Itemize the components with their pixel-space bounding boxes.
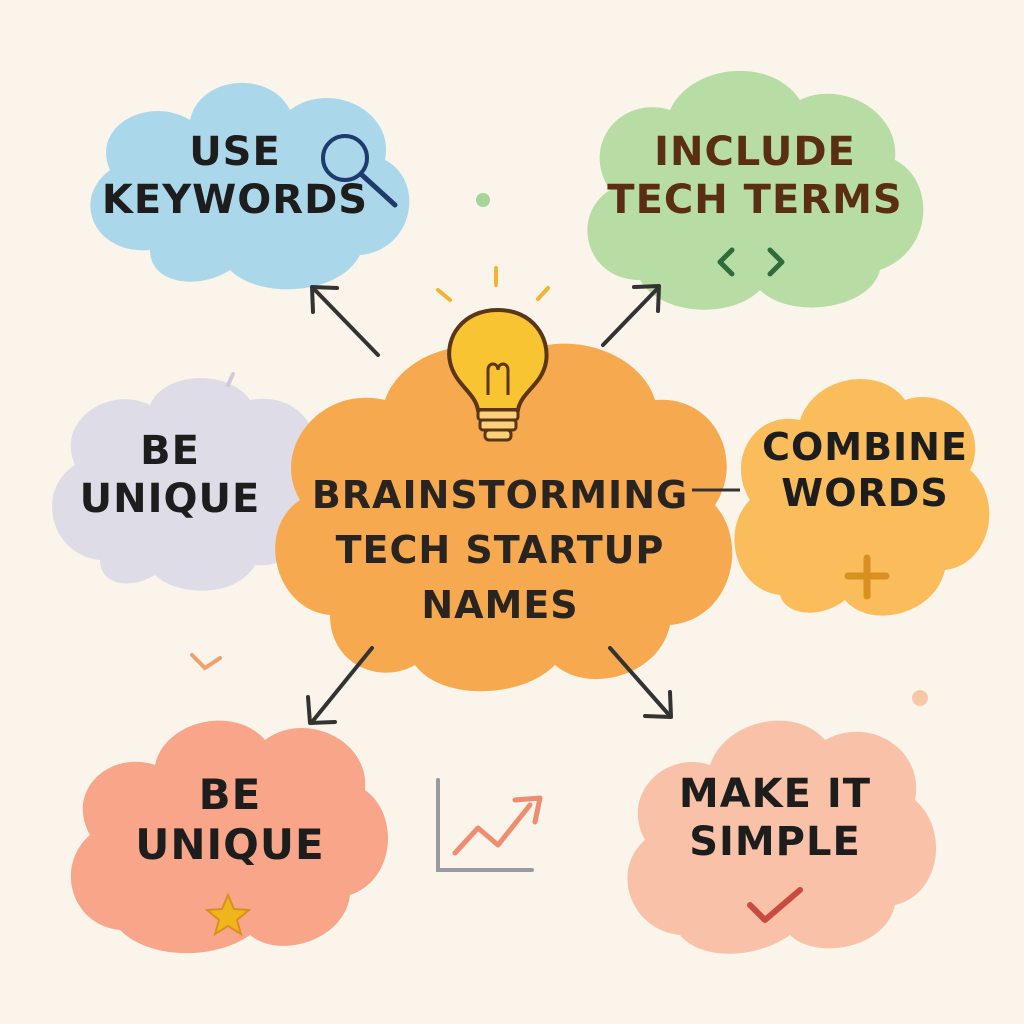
label-line-2: SIMPLE bbox=[689, 819, 861, 865]
checkmark-icon bbox=[747, 887, 803, 923]
label-line-2: TECH TERMS bbox=[607, 177, 903, 223]
center-line-1: BRAINSTORMING bbox=[311, 473, 689, 517]
star-icon bbox=[204, 892, 252, 937]
cloud-combine-words bbox=[734, 378, 990, 616]
center-line-3: NAMES bbox=[421, 583, 579, 628]
label-line-2: UNIQUE bbox=[135, 820, 325, 870]
label-line-1: USE bbox=[189, 129, 281, 175]
arrow-to-top-right bbox=[601, 284, 661, 347]
cloud-center bbox=[275, 343, 733, 692]
cloud-be-unique-left bbox=[52, 378, 316, 591]
center-line-2: TECH STARTUP bbox=[335, 528, 665, 573]
cloud-label-top-left: USE KEYWORDS bbox=[100, 128, 370, 224]
magnifier-icon bbox=[321, 134, 398, 208]
arrow-to-bottom-left bbox=[306, 646, 374, 725]
cloud-make-it-simple bbox=[627, 720, 937, 954]
plus-icon bbox=[844, 554, 890, 600]
cloud-label-right: COMBINE WORDS bbox=[745, 425, 985, 516]
decor-dot-peach bbox=[912, 690, 928, 706]
cloud-label-left: BE UNIQUE bbox=[50, 427, 290, 523]
code-brackets-icon bbox=[717, 247, 785, 277]
label-line-1: BE bbox=[198, 770, 262, 819]
cloud-use-keywords bbox=[90, 82, 410, 290]
label-line-2: WORDS bbox=[781, 470, 949, 515]
trend-chart-icon bbox=[436, 778, 543, 872]
label-line-1: INCLUDE bbox=[654, 129, 856, 175]
cloud-include-tech-terms bbox=[587, 70, 924, 310]
arrow-to-top-left bbox=[310, 285, 380, 357]
decor-dash-lilac bbox=[226, 372, 235, 387]
label-line-1: MAKE IT bbox=[678, 771, 872, 817]
lightbulb-icon bbox=[436, 266, 550, 442]
label-line-1: COMBINE bbox=[762, 425, 968, 469]
label-line-1: BE bbox=[140, 428, 200, 474]
label-line-2: UNIQUE bbox=[79, 476, 261, 522]
cloud-label-top-right: INCLUDE TECH TERMS bbox=[590, 128, 920, 224]
center-title: BRAINSTORMING TECH STARTUP NAMES bbox=[300, 468, 700, 633]
cloud-label-bottom-right: MAKE IT SIMPLE bbox=[640, 770, 910, 866]
cloud-label-bottom-left: BE UNIQUE bbox=[90, 770, 370, 871]
arrow-to-bottom-right bbox=[608, 646, 673, 719]
cloud-be-unique-bottom bbox=[70, 720, 388, 954]
decor-chevron-orange bbox=[190, 653, 222, 671]
decor-dot-green bbox=[476, 193, 490, 207]
label-line-2: KEYWORDS bbox=[101, 177, 369, 223]
